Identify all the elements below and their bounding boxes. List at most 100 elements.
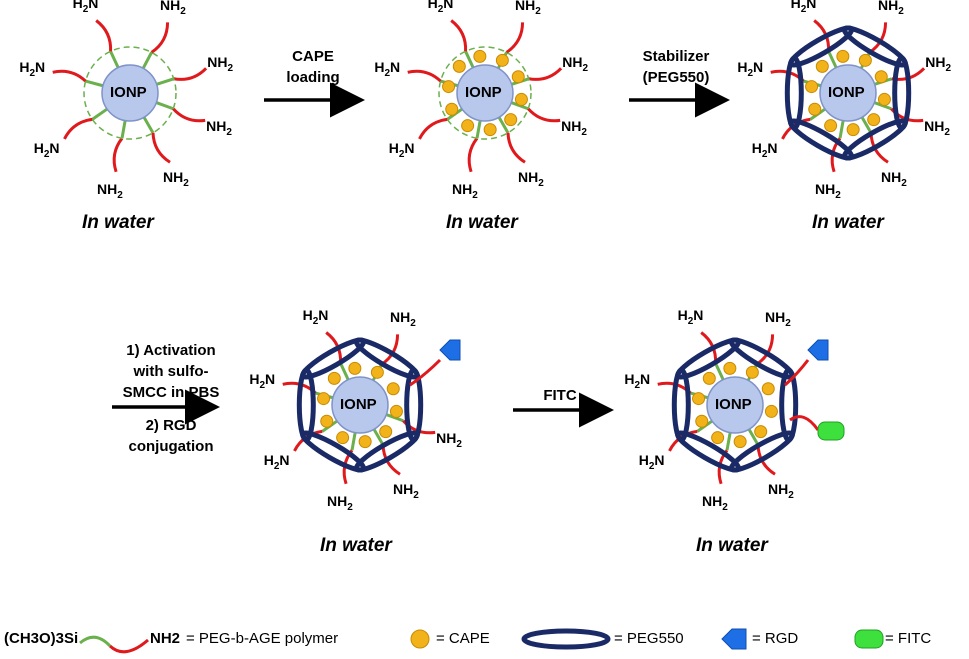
amine-label: NH2 (768, 480, 794, 501)
step1-line2: loading (286, 69, 340, 86)
cape-molecule (445, 102, 459, 116)
peg-chain (528, 67, 563, 81)
rgd-peptide (807, 339, 829, 361)
amine-label: NH2 (878, 0, 904, 18)
core-label: IONP (340, 396, 377, 413)
iron-oxide-core (101, 64, 159, 122)
amine-label: NH2 (163, 168, 189, 189)
peg-chain (52, 69, 87, 83)
amine-label: NH2 (451, 180, 478, 201)
cape-molecule (805, 80, 819, 94)
cape-molecule (711, 431, 725, 445)
amine-label: H2N (374, 58, 401, 79)
cape-molecule (320, 414, 334, 428)
amine-label: H2N (751, 140, 778, 160)
cape-molecule (511, 70, 525, 84)
cape-molecule (846, 123, 860, 137)
cape-molecule (495, 53, 509, 67)
particle-bare (52, 19, 208, 173)
legend-peg550-text: = PEG550 (614, 630, 684, 647)
amine-label: NH2 (436, 429, 462, 450)
cape-molecule (733, 435, 747, 449)
cape-molecule (473, 49, 487, 63)
cape-molecule (389, 404, 403, 418)
silane-anchor (142, 116, 155, 134)
amine-label: H2N (737, 58, 764, 79)
cape-molecule (461, 119, 475, 133)
amine-label: NH2 (96, 180, 123, 201)
peg550-ring (784, 55, 804, 131)
peg-chain (784, 359, 810, 387)
legend-rgd-icon (721, 628, 747, 650)
cape-molecule (745, 365, 759, 379)
silane-anchor (109, 50, 120, 69)
silane-anchor (91, 107, 108, 121)
cape-molecule (877, 92, 891, 106)
cape-molecule (808, 102, 822, 116)
silane-anchor (714, 362, 725, 381)
step3-line2: with sulfo- (133, 363, 209, 380)
silane-anchor (860, 116, 873, 134)
peg-chain (527, 107, 561, 123)
amine-label: NH2 (160, 0, 186, 18)
amine-label: H2N (72, 0, 99, 15)
cape-molecule (327, 371, 341, 385)
cape-molecule (386, 382, 400, 396)
peg550-ring (300, 337, 367, 380)
polymer-shell (438, 46, 532, 140)
cape-molecule (695, 414, 709, 428)
peg-chain (63, 117, 93, 140)
amine-label: NH2 (562, 53, 588, 74)
cape-molecule (442, 80, 456, 94)
rgd-peptide (439, 339, 461, 361)
caption-3: In water (812, 212, 884, 233)
caption-4: In water (320, 535, 392, 556)
iron-oxide-core (331, 376, 389, 434)
step3-label-bottom: 2) RGD conjugation (106, 415, 236, 457)
cape-molecule (358, 435, 372, 449)
amine-label: H2N (33, 140, 60, 160)
cape-molecule (452, 59, 466, 73)
cape-molecule (504, 113, 518, 127)
peg-chain (418, 117, 448, 140)
cape-molecule (858, 53, 872, 67)
legend-polymer-nh2: NH2 (150, 630, 181, 647)
cape-molecule (836, 49, 850, 63)
legend-silane-anchor (79, 635, 112, 648)
caption-2: In water (446, 212, 518, 233)
polymer-shell (83, 46, 177, 140)
amine-label: H2N (790, 0, 817, 15)
silane-anchor (838, 120, 845, 139)
legend-peg550-icon (521, 628, 611, 650)
step4-label: FITC (520, 385, 600, 406)
core-label: IONP (110, 84, 147, 101)
legend-rgd-text: = RGD (752, 630, 799, 647)
peg-chain (407, 69, 442, 83)
amine-label: NH2 (515, 0, 541, 18)
silane-anchor (464, 50, 475, 69)
peg-chain (173, 67, 208, 81)
cape-molecule (764, 404, 778, 418)
step1-line1: CAPE (292, 48, 334, 65)
peg-chain (95, 19, 113, 52)
step2-line2: (PEG550) (642, 69, 710, 86)
amine-label: NH2 (925, 53, 951, 74)
silane-anchor (339, 362, 350, 381)
cape-molecule (317, 392, 331, 406)
caption-5: In water (696, 535, 768, 556)
silane-anchor (372, 428, 385, 446)
amine-label: H2N (263, 452, 290, 472)
amine-label: NH2 (207, 53, 233, 74)
particle-rgd-fitc (657, 331, 799, 485)
amine-label: NH2 (561, 117, 587, 138)
peg-chain (467, 137, 479, 173)
peg550-ring (788, 25, 855, 68)
cape-molecule (723, 361, 737, 375)
step3-line3: SMCC in PBS (122, 384, 220, 401)
peg-chain (172, 107, 206, 123)
amine-label: H2N (638, 452, 665, 472)
legend-cape-icon (410, 629, 430, 649)
silane-anchor (350, 432, 357, 451)
cape-molecule (874, 70, 888, 84)
silane-anchor (725, 432, 732, 451)
